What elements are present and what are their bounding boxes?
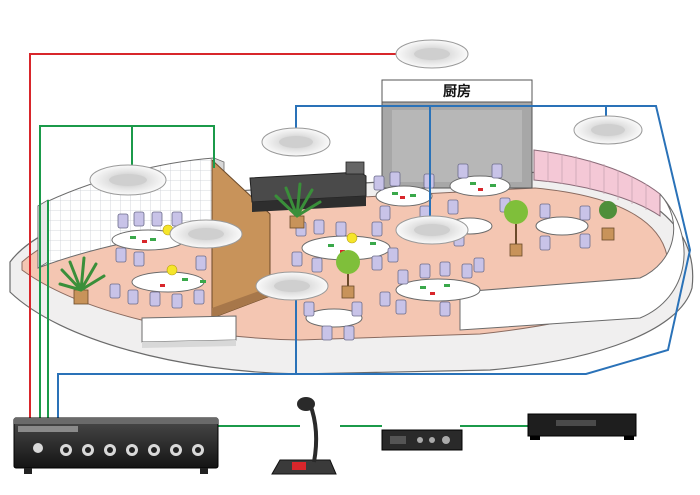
ceiling-speaker-icon xyxy=(255,271,329,301)
ceiling-speaker-icon xyxy=(573,115,643,145)
tuner-receiver-icon xyxy=(381,429,463,451)
table-settings xyxy=(130,182,496,295)
ceiling-speaker-icon xyxy=(89,164,167,196)
potted-plant-icon xyxy=(599,201,617,241)
potted-plant-icon xyxy=(274,182,322,229)
potted-plant-icon xyxy=(336,250,360,299)
dining-table-icon xyxy=(395,278,481,302)
wire-blue xyxy=(57,105,692,422)
dining-tables xyxy=(111,175,589,328)
dining-table-icon xyxy=(131,271,205,293)
dining-table-icon xyxy=(449,175,511,197)
dining-table-icon xyxy=(305,308,363,328)
ceiling-speaker-icon xyxy=(395,39,469,69)
ceiling-speaker-icon xyxy=(395,215,469,245)
wire-green xyxy=(39,125,528,427)
paging-microphone-icon xyxy=(271,397,337,475)
mixer-amplifier-icon xyxy=(13,417,219,474)
kitchen-label: 厨房 xyxy=(443,83,471,100)
dining-table-icon xyxy=(535,216,589,236)
potted-plant-icon xyxy=(504,200,528,257)
front-counter xyxy=(141,315,237,348)
wire-red xyxy=(29,53,402,422)
potted-plant-icon xyxy=(58,256,106,305)
ceiling-speaker-icon xyxy=(169,219,243,249)
media-player-icon xyxy=(527,413,637,440)
right-partition-wall xyxy=(459,149,685,331)
kitchen-area: 厨房 xyxy=(249,79,533,212)
ceiling-speaker-icon xyxy=(261,127,331,157)
